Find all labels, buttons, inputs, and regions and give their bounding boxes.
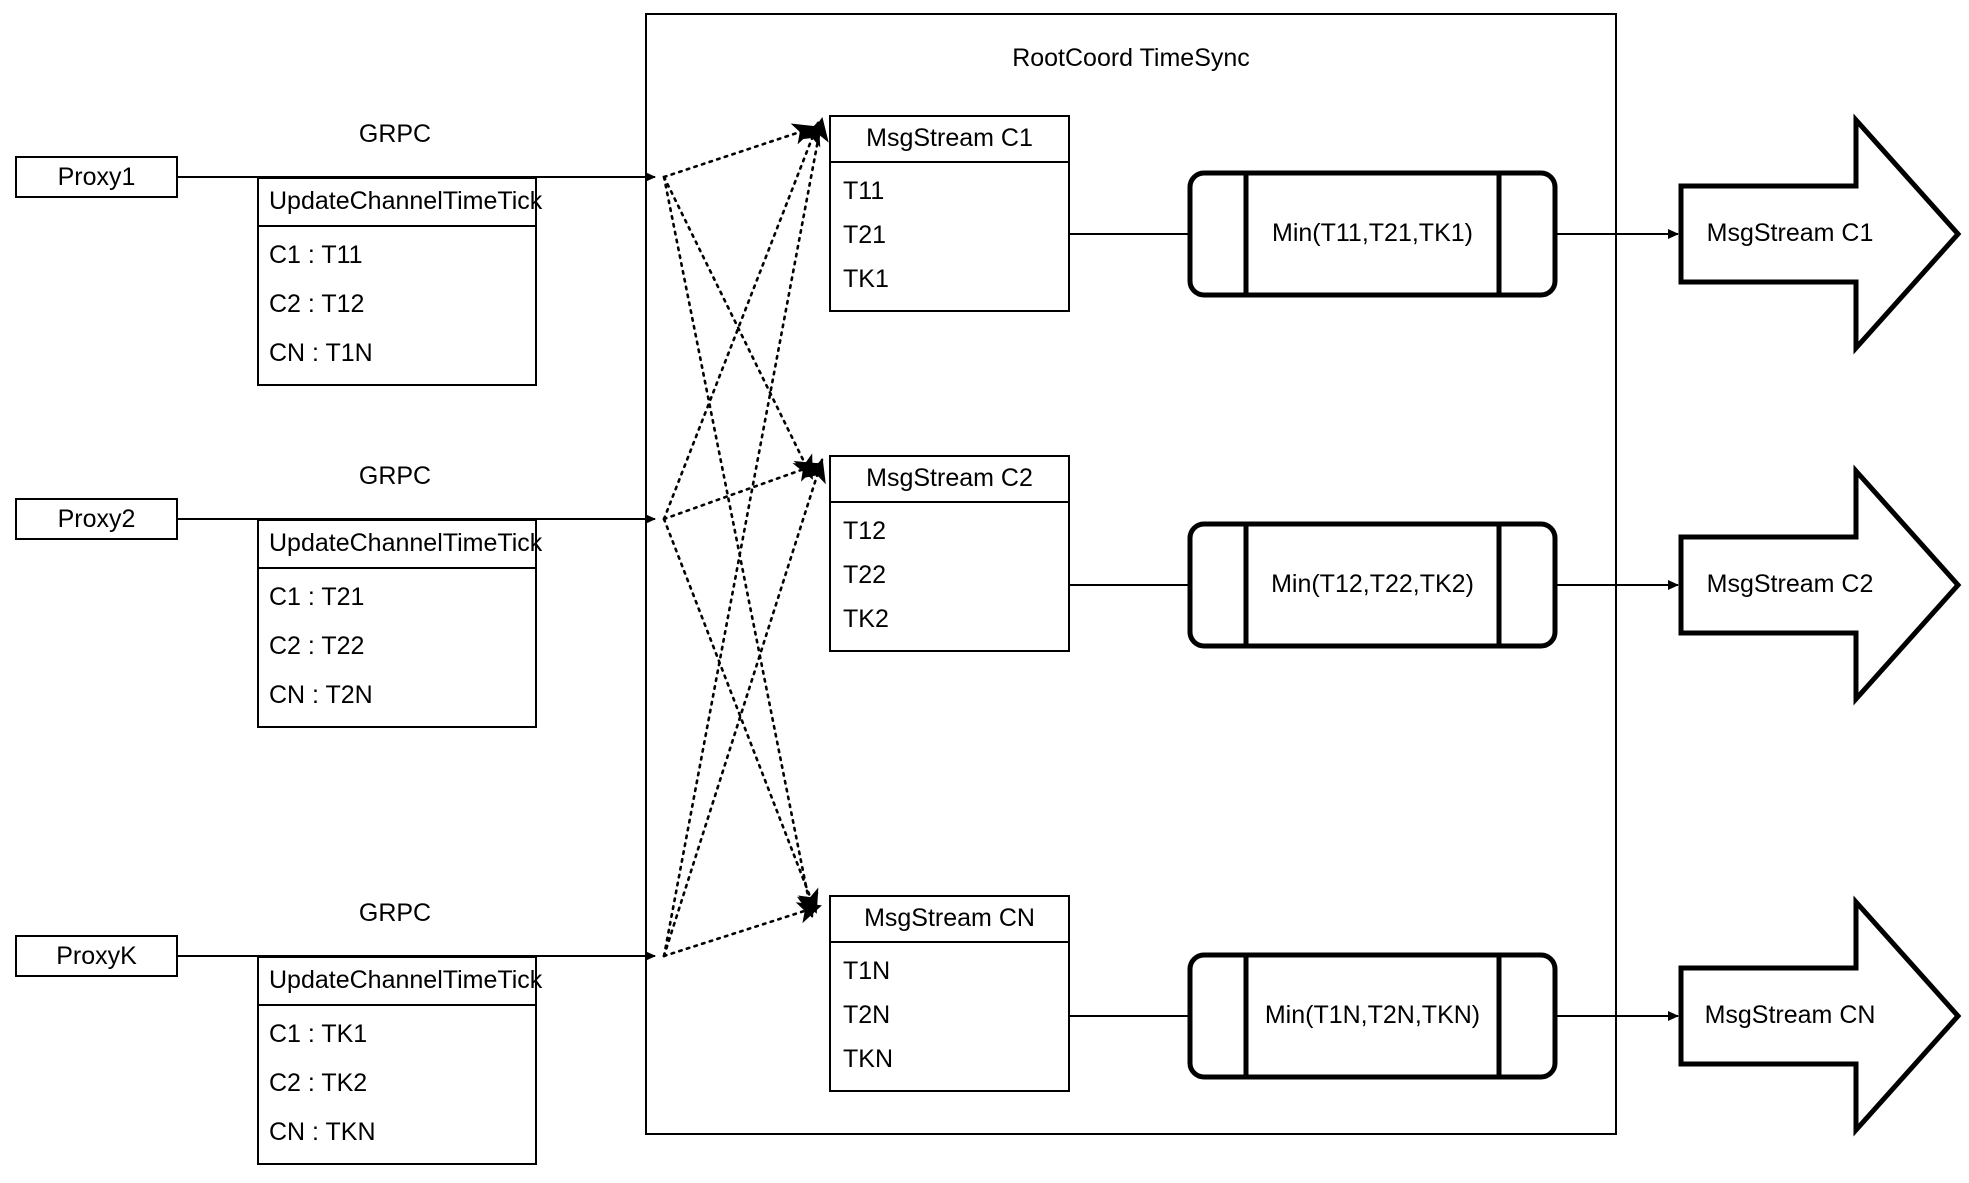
proxy-box-3[interactable]: ProxyK <box>15 935 178 977</box>
time-tick-table-header-3: UpdateChannelTimeTick <box>259 958 542 1006</box>
time-tick-row: C1 : T11 <box>269 241 363 269</box>
msgstream-header-1: MsgStream C1 <box>831 117 1068 163</box>
time-tick-table-header-2: UpdateChannelTimeTick <box>259 521 542 569</box>
msgstream-row: T21 <box>843 220 887 249</box>
msgstream-row: T12 <box>843 516 887 545</box>
msgstream-row: T11 <box>843 176 885 205</box>
grpc-label-2: GRPC <box>358 462 432 490</box>
msgstream-row: T1N <box>843 956 891 985</box>
msgstream-header-2: MsgStream C2 <box>831 457 1068 503</box>
time-tick-row: C2 : T22 <box>269 632 365 660</box>
time-tick-row: C2 : T12 <box>269 290 365 318</box>
grpc-label-1: GRPC <box>358 120 432 148</box>
msgstream-row: TK1 <box>843 265 889 294</box>
time-tick-row: CN : T2N <box>269 681 373 709</box>
proxy-box-1[interactable]: Proxy1 <box>15 156 178 198</box>
msgstream-body-1: T11 T21 TK1 <box>831 163 1068 310</box>
msgstream-row: T2N <box>843 1000 891 1029</box>
time-tick-table-header-1: UpdateChannelTimeTick <box>259 179 542 227</box>
time-tick-table-3: UpdateChannelTimeTick C1 : TK1 C2 : TK2 … <box>257 956 542 1165</box>
time-tick-row: CN : TKN <box>269 1118 376 1146</box>
time-tick-table-body-2: C1 : T21 C2 : T22 CN : T2N <box>259 569 535 726</box>
msgstream-row: T22 <box>843 560 887 589</box>
msgstream-header-3: MsgStream CN <box>831 897 1068 943</box>
time-tick-row: C1 : TK1 <box>269 1020 368 1048</box>
grpc-label-3: GRPC <box>358 899 432 927</box>
msgstream-body-2: T12 T22 TK2 <box>831 503 1068 650</box>
time-tick-table-body-1: C1 : T11 C2 : T12 CN : T1N <box>259 227 535 384</box>
output-arrow-3 <box>1678 895 1962 1137</box>
time-tick-row: CN : T1N <box>269 339 373 367</box>
output-label-2: MsgStream C2 <box>1706 570 1874 598</box>
output-label-3: MsgStream CN <box>1704 1001 1876 1029</box>
output-arrow-group <box>1678 113 1962 1137</box>
rootcoord-container <box>645 13 1617 1135</box>
time-tick-table-1: UpdateChannelTimeTick C1 : T11 C2 : T12 … <box>257 177 542 386</box>
time-tick-row: C1 : T21 <box>269 583 365 611</box>
time-tick-table-2: UpdateChannelTimeTick C1 : T21 C2 : T22 … <box>257 519 542 728</box>
msgstream-body-3: T1N T2N TKN <box>831 943 1068 1090</box>
msgstream-row: TKN <box>843 1045 893 1074</box>
time-tick-table-body-3: C1 : TK1 C2 : TK2 CN : TKN <box>259 1006 535 1163</box>
msgstream-row: TK2 <box>843 605 889 634</box>
output-arrow-2 <box>1678 464 1962 706</box>
msgstream-box-2: MsgStream C2 T12 T22 TK2 <box>829 455 1070 652</box>
msgstream-box-3: MsgStream CN T1N T2N TKN <box>829 895 1070 1092</box>
msgstream-box-1: MsgStream C1 T11 T21 TK1 <box>829 115 1070 312</box>
output-label-1: MsgStream C1 <box>1706 219 1874 247</box>
time-tick-row: C2 : TK2 <box>269 1069 368 1097</box>
rootcoord-container-title: RootCoord TimeSync <box>1012 44 1250 72</box>
proxy-box-2[interactable]: Proxy2 <box>15 498 178 540</box>
output-arrow-1 <box>1678 113 1962 355</box>
